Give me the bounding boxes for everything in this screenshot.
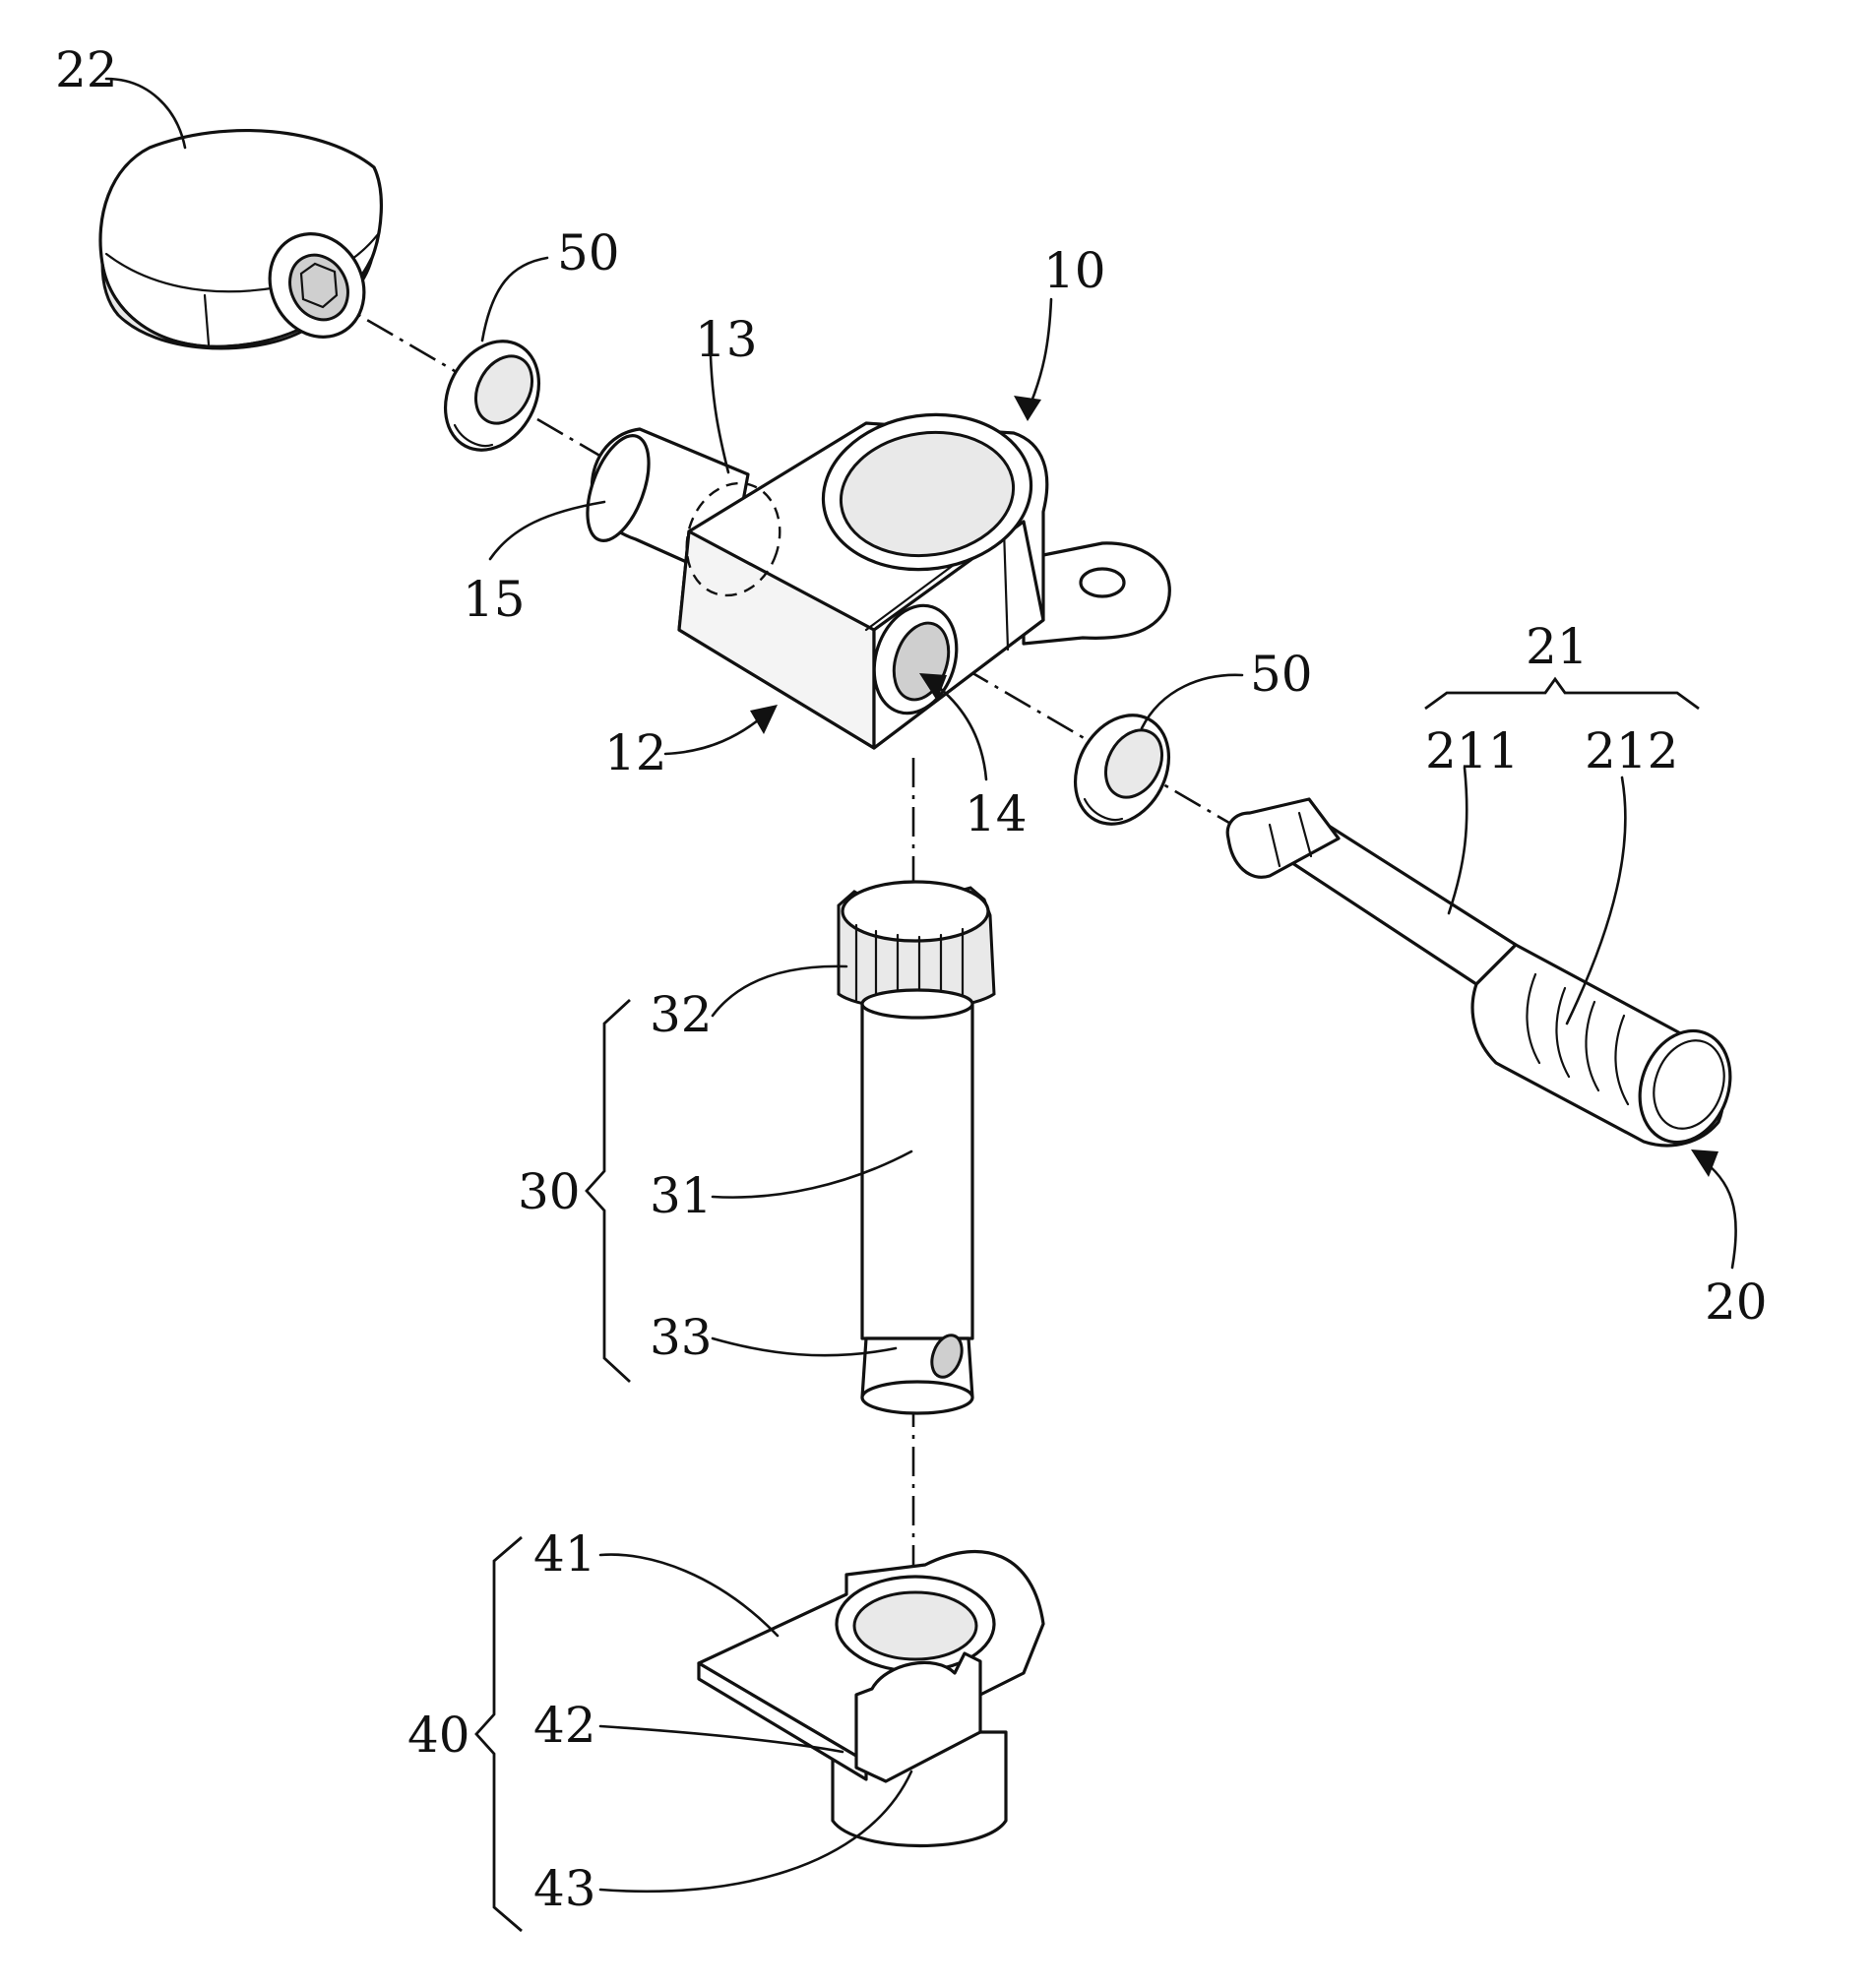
- label-40: 40: [407, 1707, 470, 1764]
- arrow-10: [1014, 396, 1041, 421]
- label-22: 22: [55, 41, 118, 98]
- label-43: 43: [533, 1860, 596, 1917]
- washer-right-part: [1057, 699, 1187, 840]
- braces: [476, 679, 1699, 1931]
- label-33: 33: [650, 1309, 713, 1366]
- leader-12: [665, 713, 768, 754]
- label-12: 12: [604, 724, 667, 781]
- label-13: 13: [695, 311, 758, 368]
- label-21: 21: [1526, 618, 1589, 675]
- leader-10: [1028, 299, 1051, 411]
- knob-part: [100, 131, 382, 354]
- label-15: 15: [463, 571, 526, 628]
- label-32: 32: [650, 986, 713, 1043]
- arrow-20: [1691, 1149, 1718, 1177]
- leader-50-left: [482, 258, 547, 341]
- leader-13: [711, 356, 728, 472]
- washer-left-part: [427, 325, 557, 466]
- label-30: 30: [518, 1163, 581, 1220]
- label-14: 14: [965, 785, 1028, 842]
- worm-part: [1227, 799, 1745, 1155]
- leader-32: [713, 966, 846, 1016]
- leader-50-right: [1142, 675, 1242, 728]
- label-211: 211: [1425, 722, 1519, 779]
- label-50-right: 50: [1250, 646, 1313, 703]
- brace-40: [476, 1537, 522, 1931]
- brace-21: [1425, 679, 1699, 709]
- brace-30: [587, 1000, 630, 1382]
- label-50-left: 50: [557, 224, 620, 281]
- label-42: 42: [533, 1697, 596, 1754]
- leader-211: [1449, 768, 1467, 913]
- gear-shaft-part: [839, 882, 994, 1413]
- leader-22: [106, 79, 185, 148]
- label-10: 10: [1043, 242, 1106, 299]
- label-212: 212: [1585, 722, 1678, 779]
- housing-part: [575, 402, 1169, 748]
- leader-41: [600, 1555, 778, 1636]
- bushing-part: [699, 1552, 1043, 1846]
- leader-20: [1699, 1157, 1736, 1268]
- label-20: 20: [1705, 1274, 1768, 1331]
- arrow-12: [750, 705, 778, 734]
- label-31: 31: [650, 1167, 713, 1224]
- label-41: 41: [533, 1525, 596, 1583]
